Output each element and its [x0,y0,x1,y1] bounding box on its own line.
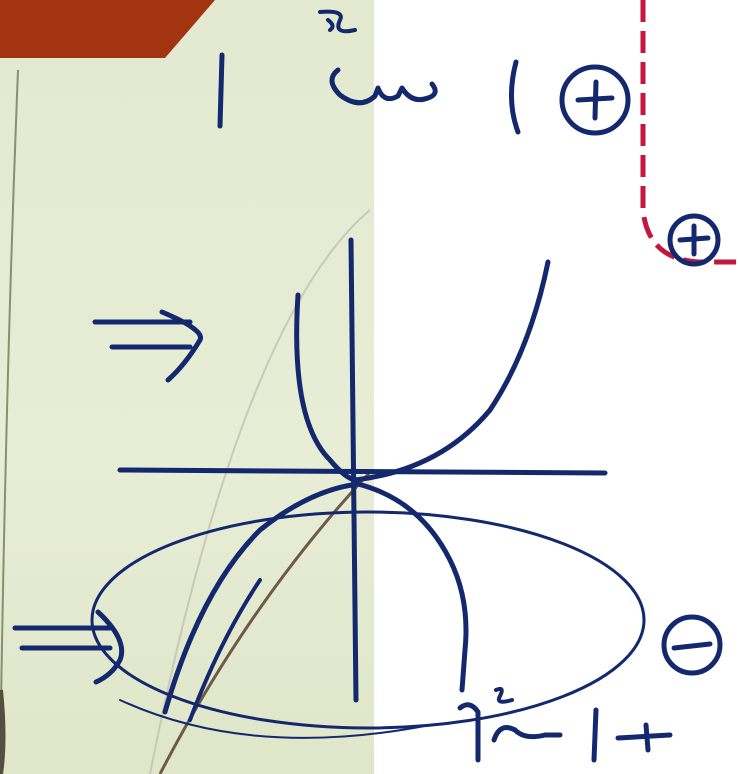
superscript-three-stroke2 [320,12,355,32]
abs-bar-left [220,55,222,126]
abs-bar-right [511,62,518,132]
bottom-expression-stroke4 [594,710,596,760]
seen-letter [332,70,435,103]
bottom-expression-stroke3 [494,728,560,740]
bottom-expression-stroke1 [460,705,478,760]
lower-curve-extra [190,580,260,720]
implies-arrow-bottom [15,612,122,682]
bottom-expression-stroke2 [496,689,512,702]
y-axis [351,240,356,700]
lower-curve [165,484,466,712]
minus-sign [674,644,710,648]
plus-sign-top [578,82,612,118]
bottom-expression-stroke5 [618,725,670,750]
x-axis [120,470,605,473]
highlight-ellipse [92,512,644,728]
plus-sign-box [680,226,708,254]
implies-arrow-top [95,312,201,380]
superscript-three-stroke1 [328,20,333,30]
upper-curve [297,262,548,480]
